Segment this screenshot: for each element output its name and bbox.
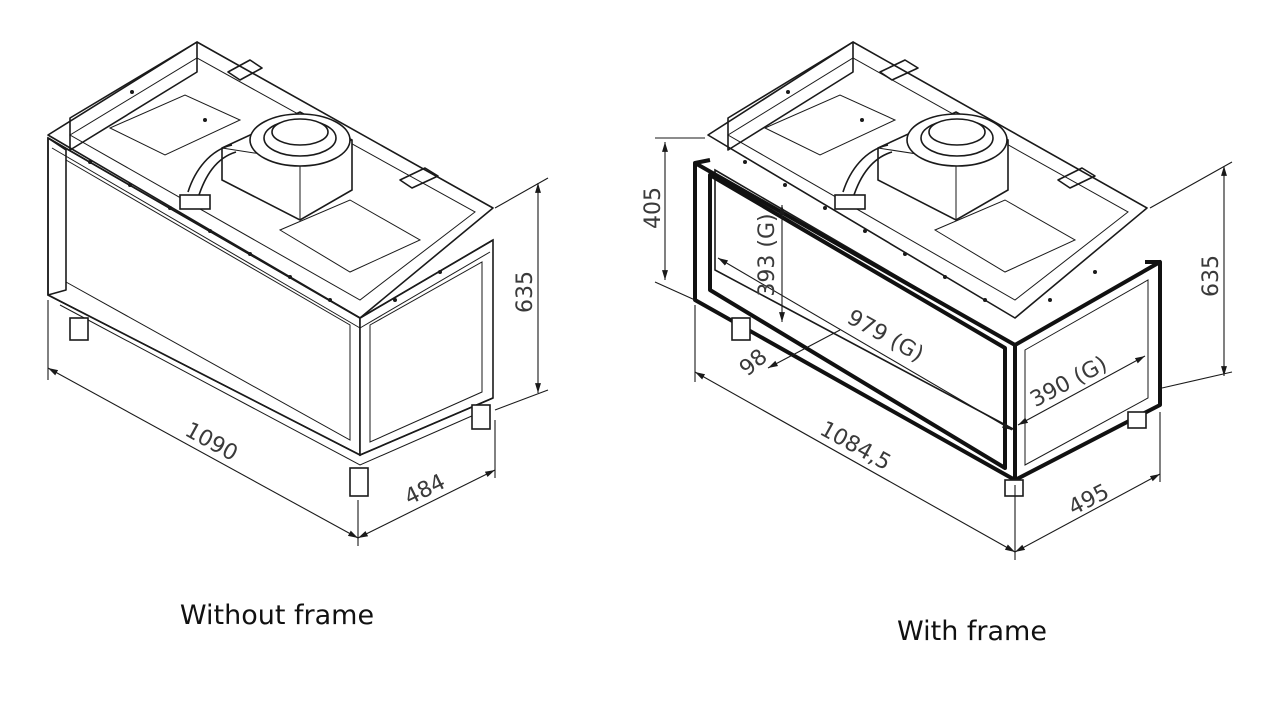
glass-depth-label: 390 (G) <box>1026 352 1111 413</box>
glass-depth-dim-line <box>1017 355 1146 426</box>
front-foot <box>349 467 369 497</box>
frame-height-label: 405 <box>641 187 666 229</box>
fireplace-without-frame <box>47 41 494 497</box>
glass-height-label: 393 (G) <box>755 213 780 296</box>
caption-without-frame: Without frame <box>180 600 374 631</box>
caption-with-frame: With frame <box>897 616 1047 647</box>
depth-dim-line <box>1014 473 1161 553</box>
offset-dim-line <box>767 329 841 369</box>
depth-dim-line <box>357 469 496 539</box>
right-dimension-lines <box>654 137 1233 560</box>
top-plate <box>47 41 494 319</box>
frame-side <box>1013 260 1162 482</box>
rear-upper-panel <box>69 41 198 151</box>
offset-label: 98 <box>735 344 773 381</box>
left-dimension-lines <box>47 177 549 546</box>
width-label: 1090 <box>181 418 242 467</box>
depth-label: 495 <box>1065 480 1114 521</box>
width-dim-line <box>47 367 359 539</box>
height-label: 635 <box>513 271 538 313</box>
top-plate <box>707 41 1148 319</box>
width-dim-line <box>694 371 1016 553</box>
height-label: 635 <box>1199 255 1224 297</box>
